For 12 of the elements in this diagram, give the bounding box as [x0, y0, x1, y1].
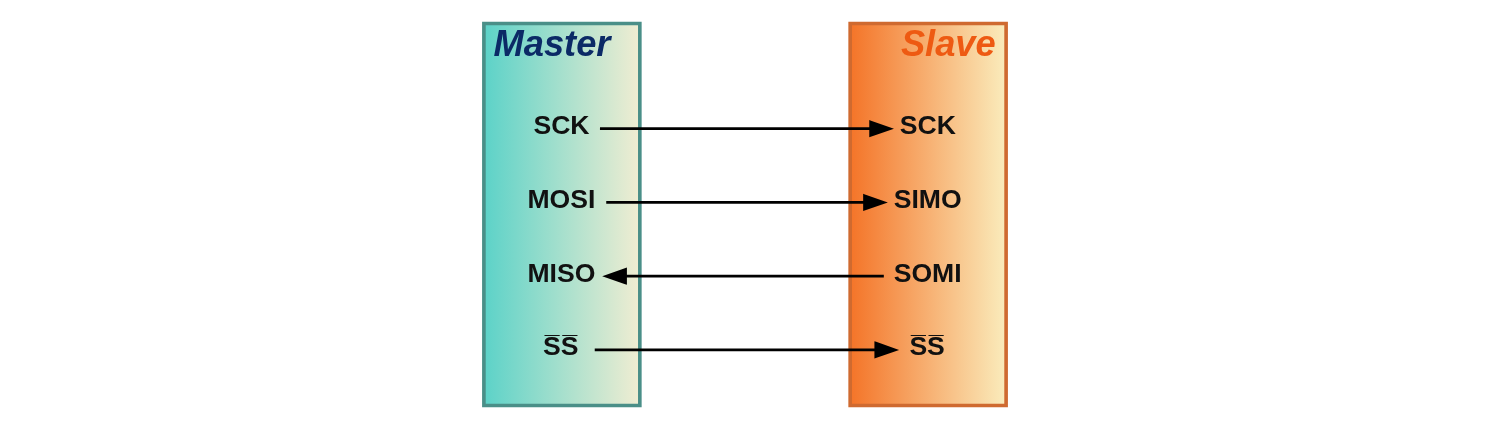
- arrow: [594, 340, 900, 359]
- node-text: SCK: [533, 109, 590, 140]
- node-text: SCK: [899, 109, 956, 140]
- node-text: S̅S̅: [543, 330, 579, 361]
- arrow: [602, 267, 884, 285]
- node-text: MISO: [527, 257, 596, 288]
- arrow: [606, 193, 888, 211]
- node-text: S̅S̅: [909, 330, 945, 361]
- arrow: [599, 119, 894, 137]
- node-text: MOSI: [527, 183, 596, 214]
- node-text: SOMI: [893, 257, 962, 288]
- node-text: SIMO: [893, 183, 962, 214]
